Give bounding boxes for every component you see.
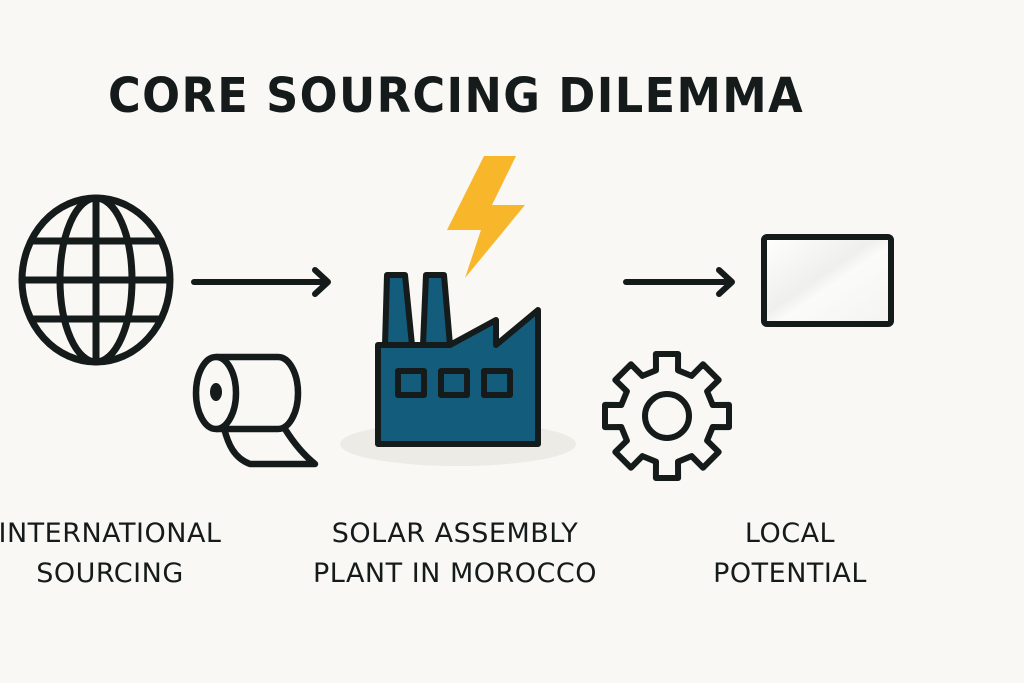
arrow-icon [191,267,331,297]
diagram-title: CORE SOURCING DILEMMA [108,68,805,124]
label-international-sourcing: INTERNATIONAL SOURCING [0,514,240,594]
gear-hub [642,391,692,441]
gear-outline [602,351,732,481]
label-local-potential: LOCAL POTENTIAL [680,514,900,594]
label-solar-assembly-plant: SOLAR ASSEMBLY PLANT IN MOROCCO [300,514,610,594]
label-line: SOLAR ASSEMBLY [331,518,579,549]
factory-icon [375,272,541,447]
lightning-bolt-icon [447,156,525,278]
label-line: LOCAL [744,518,836,549]
label-line: SOURCING [36,558,184,589]
solar-panel-frame-icon [761,234,894,327]
label-line: POTENTIAL [713,558,867,589]
globe-icon [18,194,174,366]
label-line: INTERNATIONAL [0,518,222,549]
gear-icon [602,351,732,481]
arrow-icon [623,267,735,297]
label-line: PLANT IN MOROCCO [313,558,597,589]
paper-roll-icon [192,353,319,468]
